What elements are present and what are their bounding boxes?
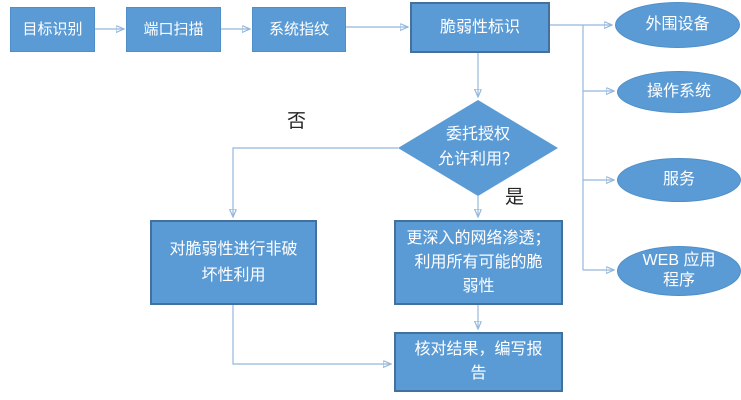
- decision-line-2: 允许利用？: [437, 151, 518, 168]
- box-non-destructive-exploitation: 对脆弱性进行非破 坏性利用: [150, 220, 317, 305]
- step-label: 系统指纹: [268, 20, 329, 38]
- branch-label-yes: 是: [505, 187, 525, 208]
- connector-decision-no-branch: [233, 147, 398, 217]
- step-box-target-identification: 目标识别: [10, 7, 95, 52]
- target-ellipse-services: 服务: [617, 158, 741, 202]
- box-line-1: 对脆弱性进行非破: [169, 240, 298, 258]
- step-box-vulnerability-identification: 脆弱性标识: [410, 2, 550, 53]
- target-ellipse-operating-system: 操作系统: [617, 71, 741, 113]
- target-ellipse-web-applications: WEB 应用程序: [617, 246, 741, 296]
- box-line-2: 坏性利用: [201, 266, 266, 284]
- decision-line-1: 委托授权: [445, 126, 510, 144]
- branch-label-no: 否: [287, 111, 307, 132]
- step-box-port-scan: 端口扫描: [126, 7, 221, 52]
- box-line-1: 核对结果，编写报: [414, 341, 543, 358]
- connector-non-destructive-report: [232, 305, 391, 364]
- box-line-2: 告: [470, 365, 487, 382]
- step-box-system-fingerprint: 系统指纹: [252, 7, 346, 52]
- box-check-results-write-report: 核对结果，编写报 告: [394, 332, 563, 392]
- box-line-3: 弱性: [462, 277, 495, 295]
- target-label: 操作系统: [646, 83, 711, 100]
- target-label: 服务: [662, 171, 695, 188]
- target-label: WEB 应用程序: [642, 252, 716, 289]
- step-label: 目标识别: [22, 20, 83, 38]
- box-deep-network-penetration: 更深入的网络渗透； 利用所有可能的脆 弱性: [394, 220, 563, 305]
- step-label: 脆弱性标识: [439, 18, 520, 36]
- step-label: 端口扫描: [143, 20, 204, 38]
- target-ellipse-peripheral-devices: 外围设备: [615, 2, 740, 48]
- box-line-1: 更深入的网络渗透；: [406, 229, 551, 247]
- box-line-2: 利用所有可能的脆: [414, 253, 543, 271]
- target-label: 外围设备: [645, 16, 710, 33]
